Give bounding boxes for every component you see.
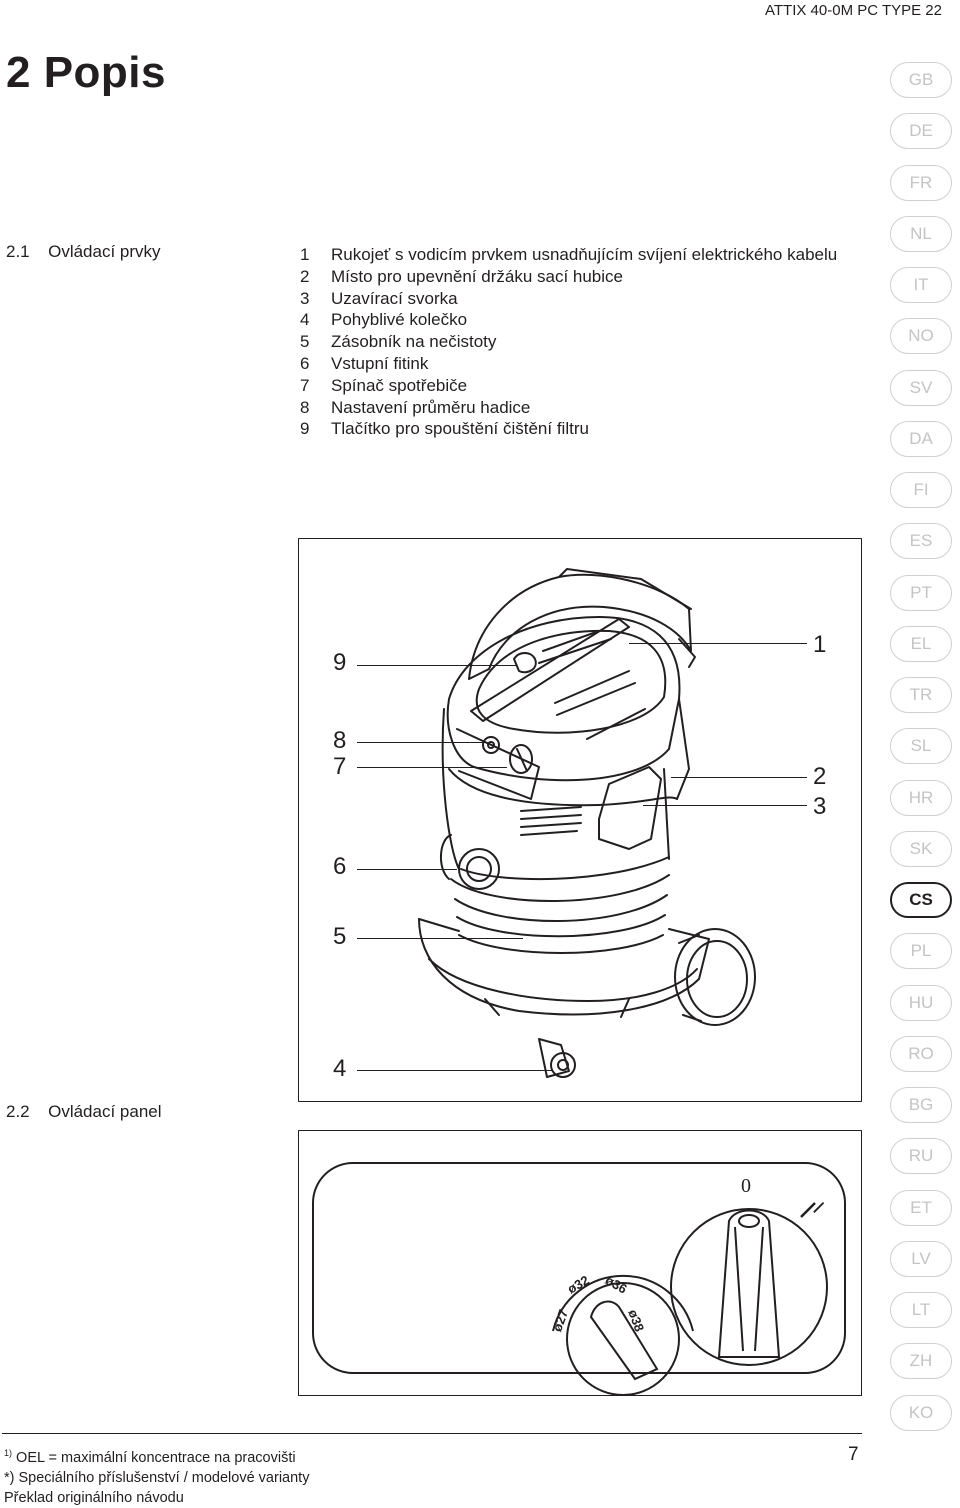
lang-tab-ko[interactable]: KO [890,1395,952,1431]
lang-tab-sv[interactable]: SV [890,370,952,406]
leader-line [357,869,457,870]
switch-off-label: 0 [741,1175,751,1197]
leader-line [629,643,807,644]
footer-divider [2,1433,862,1434]
callout-3: 3 [813,793,827,820]
section-heading-controls: 2.1 Ovládací prvky [6,242,161,262]
callout-1: 1 [813,631,827,658]
lang-tab-fi[interactable]: FI [890,472,952,508]
callout-7: 7 [333,753,347,780]
leader-line [671,777,807,778]
callout-5: 5 [333,923,347,950]
lang-tab-it[interactable]: IT [890,267,952,303]
page-number: 7 [848,1444,859,1465]
leader-line [357,938,523,939]
lang-tab-de[interactable]: DE [890,113,952,149]
lang-tab-lv[interactable]: LV [890,1241,952,1277]
lang-tab-ru[interactable]: RU [890,1138,952,1174]
lang-tab-fr[interactable]: FR [890,165,952,201]
page-title: 2 Popis [6,48,166,97]
lang-tab-es[interactable]: ES [890,523,952,559]
control-panel-figure: 0 I ø27 ø32 ø36 ø38 [298,1130,862,1396]
lang-tab-pl[interactable]: PL [890,933,952,969]
callout-8: 8 [333,727,347,754]
lang-tab-sl[interactable]: SL [890,728,952,764]
leader-line [357,767,507,768]
lang-tab-ro[interactable]: RO [890,1036,952,1072]
document-header: ATTIX 40-0M PC TYPE 22 [764,2,942,19]
lang-tab-sk[interactable]: SK [890,831,952,867]
lang-tab-da[interactable]: DA [890,421,952,457]
section-number: 2.1 [6,242,30,261]
leader-line [357,665,517,666]
lang-tab-no[interactable]: NO [890,318,952,354]
leader-line [357,1070,553,1071]
control-panel-illustration [312,1162,846,1396]
lang-tab-lt[interactable]: LT [890,1292,952,1328]
lang-tab-bg[interactable]: BG [890,1087,952,1123]
leader-line [643,805,807,806]
lang-tab-pt[interactable]: PT [890,575,952,611]
vacuum-cleaner-figure: 9 8 7 6 5 4 1 2 3 [298,538,862,1102]
lang-tab-hu[interactable]: HU [890,985,952,1021]
lang-tab-el[interactable]: EL [890,626,952,662]
lang-tab-zh[interactable]: ZH [890,1343,952,1379]
footnote-oel: 1) OEL = maximální koncentrace na pracov… [4,1448,296,1466]
lang-tab-nl[interactable]: NL [890,216,952,252]
lang-tab-cs[interactable]: CS [890,882,952,918]
callout-9: 9 [333,649,347,676]
footnote-accessories: *) Speciálního příslušenství / modelové … [4,1469,310,1486]
section-heading-panel: 2.2 Ovládací panel [6,1102,162,1122]
callout-6: 6 [333,853,347,880]
footnotes: 1) OEL = maximální koncentrace na pracov… [4,1443,309,1508]
lang-tab-gb[interactable]: GB [890,62,952,98]
section-title: Ovládací panel [48,1102,162,1121]
section-title: Ovládací prvky [48,242,161,261]
leader-line [357,742,487,743]
callout-4: 4 [333,1055,347,1082]
callout-2: 2 [813,763,827,790]
lang-tab-tr[interactable]: TR [890,677,952,713]
lang-tab-hr[interactable]: HR [890,780,952,816]
lang-tab-et[interactable]: ET [890,1190,952,1226]
section-number: 2.2 [6,1102,30,1121]
vacuum-cleaner-illustration [418,568,756,1078]
